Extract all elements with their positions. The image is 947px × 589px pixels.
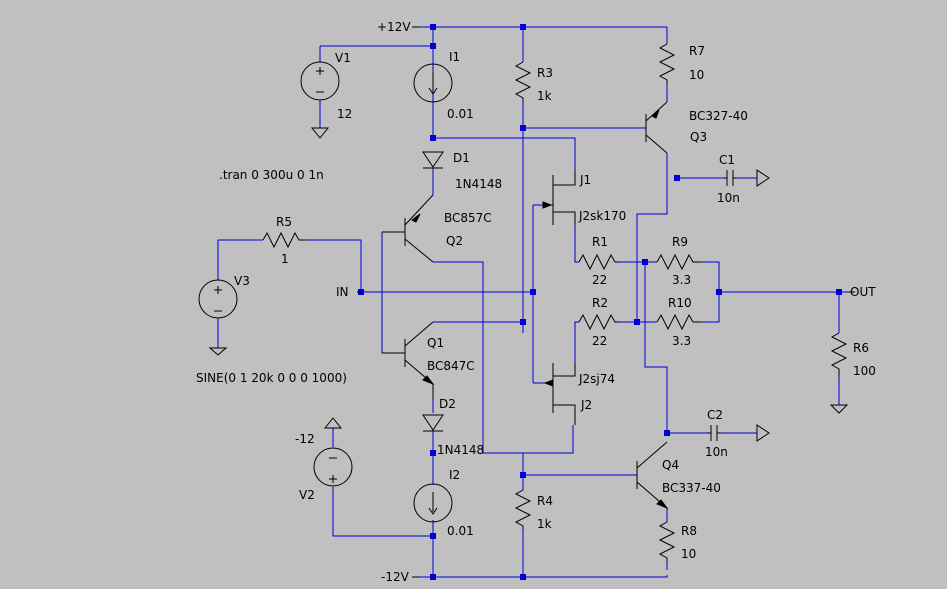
j1-ref: J1 <box>579 173 591 187</box>
r2-ref: R2 <box>592 296 608 310</box>
j2-ref: J2 <box>580 398 592 412</box>
current-source-i1[interactable] <box>413 63 453 103</box>
voltage-source-v2[interactable] <box>313 417 353 487</box>
r10-ref: R10 <box>668 296 692 310</box>
resistor-r5[interactable] <box>262 231 307 249</box>
v1-ref: V1 <box>335 51 351 65</box>
i1-ref: I1 <box>449 50 460 64</box>
r7-ref: R7 <box>689 44 705 58</box>
r8-ref: R8 <box>681 524 697 538</box>
r9-ref: R9 <box>672 235 688 249</box>
i1-value: 0.01 <box>447 107 474 121</box>
resistor-r8[interactable] <box>658 521 676 562</box>
r6-ref: R6 <box>853 341 869 355</box>
j2-value: J2sj74 <box>578 372 615 386</box>
r1-ref: R1 <box>592 235 608 249</box>
q4-value: BC337-40 <box>662 481 721 495</box>
q1-value: BC847C <box>427 359 475 373</box>
c1-value: 10n <box>717 191 740 205</box>
r7-value: 10 <box>689 68 704 82</box>
r8-value: 10 <box>681 547 696 561</box>
r6-value: 100 <box>853 364 876 378</box>
q2-ref: Q2 <box>446 234 463 248</box>
transistor-q1[interactable] <box>382 321 435 399</box>
j1-value: J2sk170 <box>578 209 626 223</box>
net-flag-ticks <box>357 26 855 578</box>
transistor-q2[interactable] <box>382 194 434 263</box>
d2-value: 1N4148 <box>437 443 484 457</box>
resistor-r3[interactable] <box>514 61 532 102</box>
r2-value: 22 <box>592 334 607 348</box>
q1-ref: Q1 <box>427 336 444 350</box>
labels: +12V -12V IN OUT .tran 0 300u 0 1n V1 12… <box>196 20 876 584</box>
d2-ref: D2 <box>439 397 456 411</box>
r3-ref: R3 <box>537 66 553 80</box>
resistor-r10[interactable] <box>656 313 701 331</box>
net-label-vpos: +12V <box>377 20 411 34</box>
transistor-q3[interactable] <box>645 101 668 154</box>
net-label-in: IN <box>336 285 349 299</box>
c1-ref: C1 <box>719 153 735 167</box>
c2-value: 10n <box>705 445 728 459</box>
v2-value: -12 <box>295 432 315 446</box>
r5-value: 1 <box>281 252 289 266</box>
r10-value: 3.3 <box>672 334 691 348</box>
jfet-j1[interactable] <box>542 170 576 225</box>
q2-value: BC857C <box>444 211 492 225</box>
transistor-q4[interactable] <box>636 441 669 510</box>
i2-value: 0.01 <box>447 524 474 538</box>
q4-ref: Q4 <box>662 458 679 472</box>
q3-ref: Q3 <box>690 130 707 144</box>
voltage-source-v3[interactable] <box>198 279 238 356</box>
q3-value: BC327-40 <box>689 109 748 123</box>
net-label-vneg: -12V <box>381 570 410 584</box>
r3-value: 1k <box>537 89 552 103</box>
i2-ref: I2 <box>449 468 460 482</box>
v2-ref: V2 <box>299 488 315 502</box>
resistor-r2[interactable] <box>578 313 619 331</box>
resistor-r6[interactable] <box>829 332 849 414</box>
diode-d2[interactable] <box>422 414 444 432</box>
current-source-i2[interactable] <box>413 483 453 523</box>
c2-ref: C2 <box>707 408 723 422</box>
resistor-r7[interactable] <box>658 43 676 84</box>
r1-value: 22 <box>592 273 607 287</box>
v1-value: 12 <box>337 107 352 121</box>
r5-ref: R5 <box>276 215 292 229</box>
d1-value: 1N4148 <box>455 177 502 191</box>
jfet-j2[interactable] <box>543 363 576 425</box>
capacitor-c2[interactable] <box>707 424 770 442</box>
spice-directive: .tran 0 300u 0 1n <box>219 168 324 182</box>
diode-d1[interactable] <box>422 151 444 169</box>
r4-value: 1k <box>537 517 552 531</box>
net-label-out: OUT <box>850 285 876 299</box>
resistor-r1[interactable] <box>578 253 619 271</box>
v3-ref: V3 <box>234 274 250 288</box>
resistor-r9[interactable] <box>656 253 701 271</box>
voltage-source-v1[interactable] <box>300 61 340 139</box>
v3-value: SINE(0 1 20k 0 0 0 1000) <box>196 371 347 385</box>
r4-ref: R4 <box>537 494 553 508</box>
d1-ref: D1 <box>453 151 470 165</box>
capacitor-c1[interactable] <box>723 169 770 187</box>
resistor-r4[interactable] <box>514 489 532 530</box>
r9-value: 3.3 <box>672 273 691 287</box>
